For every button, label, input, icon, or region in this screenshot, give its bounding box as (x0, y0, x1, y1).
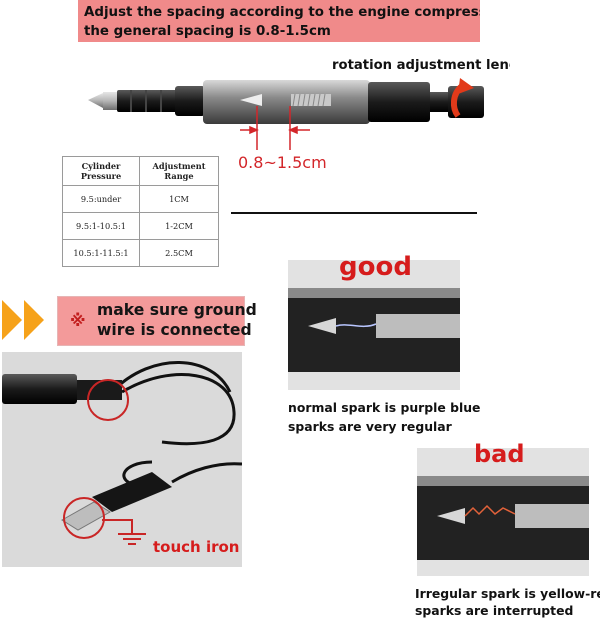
double-chevron-icon (2, 300, 44, 340)
bad-spark-photo (417, 448, 589, 576)
electrode-thread (376, 314, 460, 338)
good-caption-line-1: normal spark is purple blue (288, 400, 481, 415)
table-row: 9.5:under 1CM (62, 185, 219, 213)
rotation-arrow-icon (450, 78, 474, 118)
good-spark-photo (288, 260, 460, 390)
ground-note-line-1: make sure ground (97, 301, 257, 319)
gap-range-label: 0.8~1.5cm (238, 153, 327, 172)
table-row: 10.5:1-11.5:1 2.5CM (62, 239, 219, 267)
touch-iron-label: touch iron (153, 538, 240, 556)
table-cell: 9.5:1-10.5:1 (62, 212, 140, 240)
good-label: good (339, 252, 412, 282)
ground-wire-photo (2, 352, 242, 567)
table-cell: 1-2CM (139, 212, 219, 240)
bad-label: bad (474, 440, 525, 468)
divider-line (231, 212, 477, 214)
column-header-cylinder-pressure: Cylinder Pressure (62, 156, 140, 186)
tester-clip-tip (88, 92, 117, 110)
electrode-point (437, 508, 465, 524)
reference-mark-icon: ※ (70, 313, 86, 330)
adjustment-table: Cylinder Pressure Adjustment Range 9.5:u… (62, 156, 219, 267)
spark-line (335, 323, 377, 328)
spark-tester-illustration (88, 78, 484, 150)
good-caption-line-2: sparks are very regular (288, 419, 452, 434)
table-cell: 2.5CM (139, 239, 219, 267)
tester-glass-tube (203, 80, 370, 124)
electrode-thread (515, 504, 589, 528)
bad-caption-line-2: sparks are interrupted (415, 603, 574, 618)
table-cell: 10.5:1-11.5:1 (62, 239, 140, 267)
connector-body (2, 374, 77, 404)
table-row: 9.5:1-10.5:1 1-2CM (62, 212, 219, 240)
connector-highlight-circle (87, 379, 129, 421)
table-header-row: Cylinder Pressure Adjustment Range (62, 156, 219, 186)
gap-marker-lines (240, 106, 310, 150)
table-cell: 1CM (139, 185, 219, 213)
ground-symbol-icon (102, 519, 146, 545)
ground-note-line-2: wire is connected (97, 321, 252, 339)
rotation-adjustment-label: rotation adjustment length (332, 58, 510, 73)
banner-line-1: Adjust the spacing according to the engi… (84, 5, 480, 20)
banner-line-2: the general spacing is 0.8-1.5cm (84, 24, 331, 39)
ground-wire-note: ※ make sure ground wire is connected (57, 296, 257, 346)
table-cell: 9.5:under (62, 185, 140, 213)
alligator-clip (61, 462, 242, 531)
spark-line (464, 504, 516, 517)
electrode-point (308, 318, 336, 334)
tester-handle (117, 86, 205, 116)
header-banner: Adjust the spacing according to the engi… (78, 0, 480, 42)
column-header-adjustment-range: Adjustment Range (139, 156, 219, 186)
clip-highlight-circle (63, 497, 105, 539)
bad-caption-line-1: Irregular spark is yellow-red (415, 586, 600, 601)
